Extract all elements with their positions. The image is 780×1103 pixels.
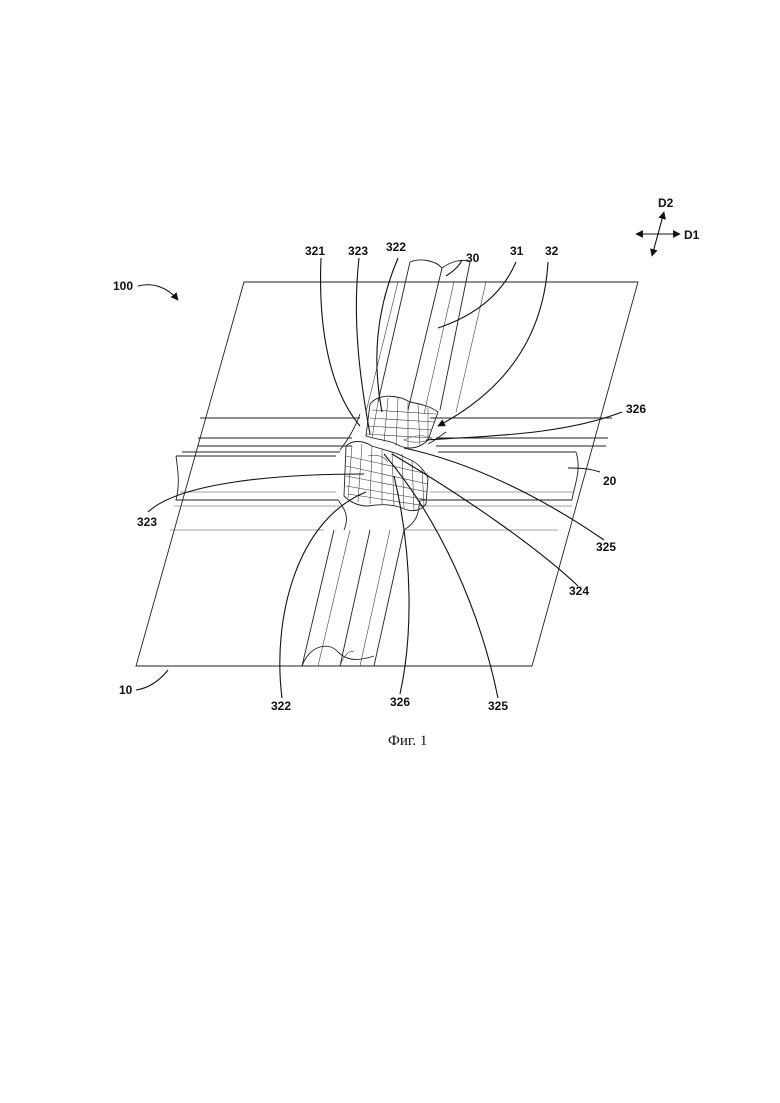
label-10: 10 bbox=[119, 683, 133, 697]
label-20: 20 bbox=[603, 474, 617, 488]
label-d1: D1 bbox=[684, 228, 700, 242]
label-32: 32 bbox=[545, 244, 559, 258]
label-325-right: 325 bbox=[596, 540, 616, 554]
label-30: 30 bbox=[466, 251, 480, 265]
figure-caption: Фиг. 1 bbox=[388, 733, 427, 749]
label-31: 31 bbox=[510, 244, 524, 258]
direction-indicator: D2 D1 bbox=[636, 196, 700, 256]
label-d2: D2 bbox=[658, 196, 674, 210]
label-323-left: 323 bbox=[137, 515, 157, 529]
label-326-bottom: 326 bbox=[390, 695, 410, 709]
label-323-top: 323 bbox=[348, 244, 368, 258]
label-100: 100 bbox=[113, 279, 133, 293]
label-321: 321 bbox=[305, 244, 325, 258]
label-326-right: 326 bbox=[626, 402, 646, 416]
label-322-bottom: 322 bbox=[271, 699, 291, 713]
label-324: 324 bbox=[569, 584, 589, 598]
label-322-top: 322 bbox=[386, 240, 406, 254]
label-325-bottom: 325 bbox=[488, 699, 508, 713]
